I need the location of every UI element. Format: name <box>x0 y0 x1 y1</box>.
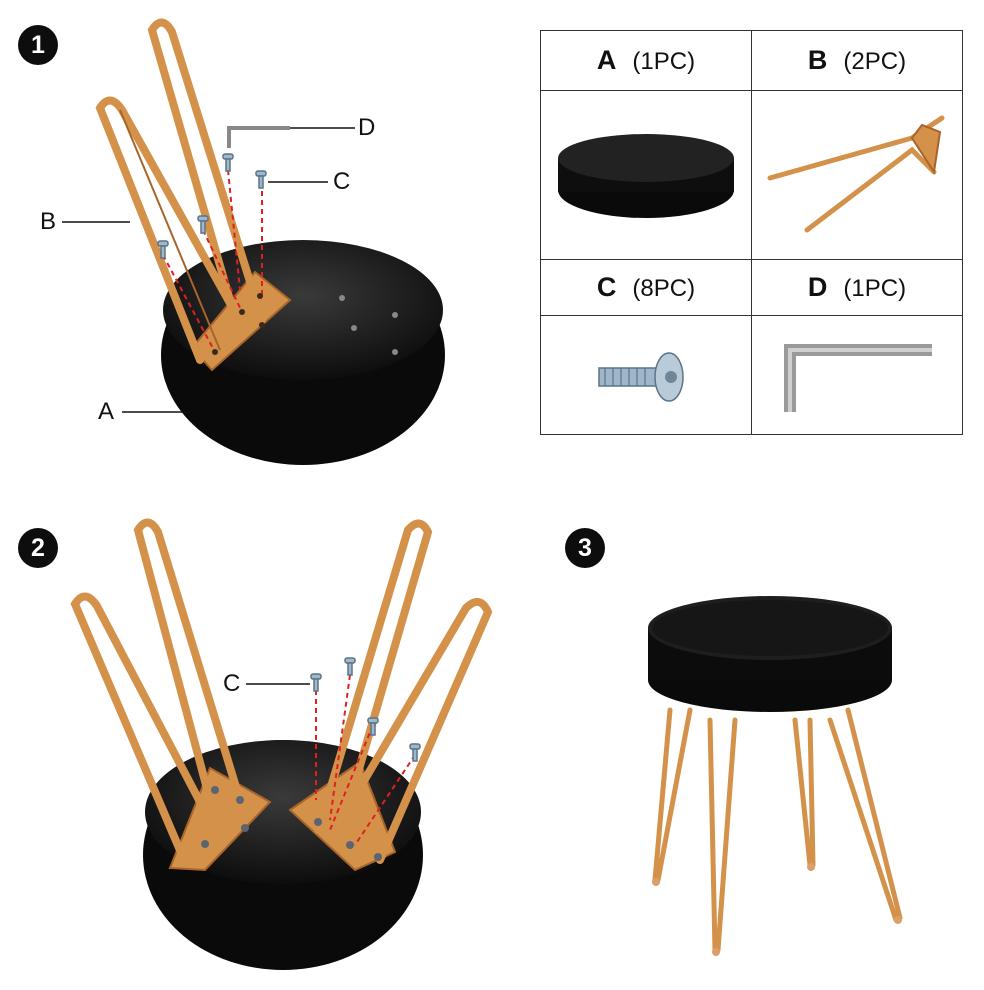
leg-right-outer <box>331 598 493 864</box>
allen-wrench-icon <box>784 343 932 412</box>
step-2-badge: 2 <box>18 528 58 568</box>
part-d-cell <box>751 314 963 436</box>
callout-c-step2: C <box>223 670 241 697</box>
step-3-assembled-stool <box>648 596 903 956</box>
screw-group <box>157 153 267 259</box>
part-b-cell <box>751 90 963 260</box>
parts-table: A(1PC) B(2PC) C(8PC) D(1PC) <box>540 29 963 436</box>
callout-c: C <box>333 168 351 195</box>
allen-wrench <box>227 126 290 148</box>
part-a-header: A(1PC) <box>540 29 752 92</box>
leg-left-outer <box>70 592 224 866</box>
screw-group <box>310 657 421 762</box>
leg-b-right <box>147 18 266 339</box>
leg-left-inner <box>133 518 244 834</box>
part-a-cell <box>540 90 752 260</box>
callout-a: A <box>98 398 115 425</box>
callout-b: B <box>40 208 57 235</box>
part-c-header: C(8PC) <box>540 258 752 316</box>
step-3-badge: 3 <box>565 528 605 568</box>
cushion-seat-icon <box>557 133 734 218</box>
step-2-illustration <box>70 518 493 970</box>
leg-b-left <box>95 96 249 364</box>
step-1-badge: 1 <box>18 25 58 65</box>
screw-icon <box>598 352 684 402</box>
part-d-header: D(1PC) <box>751 258 963 316</box>
part-c-cell <box>540 314 752 436</box>
hairpin-leg-icon <box>767 115 945 233</box>
callout-d: D <box>358 114 376 141</box>
part-b-header: B(2PC) <box>751 29 963 92</box>
leg-right-inner <box>314 519 433 834</box>
step-1-illustration <box>62 18 445 465</box>
